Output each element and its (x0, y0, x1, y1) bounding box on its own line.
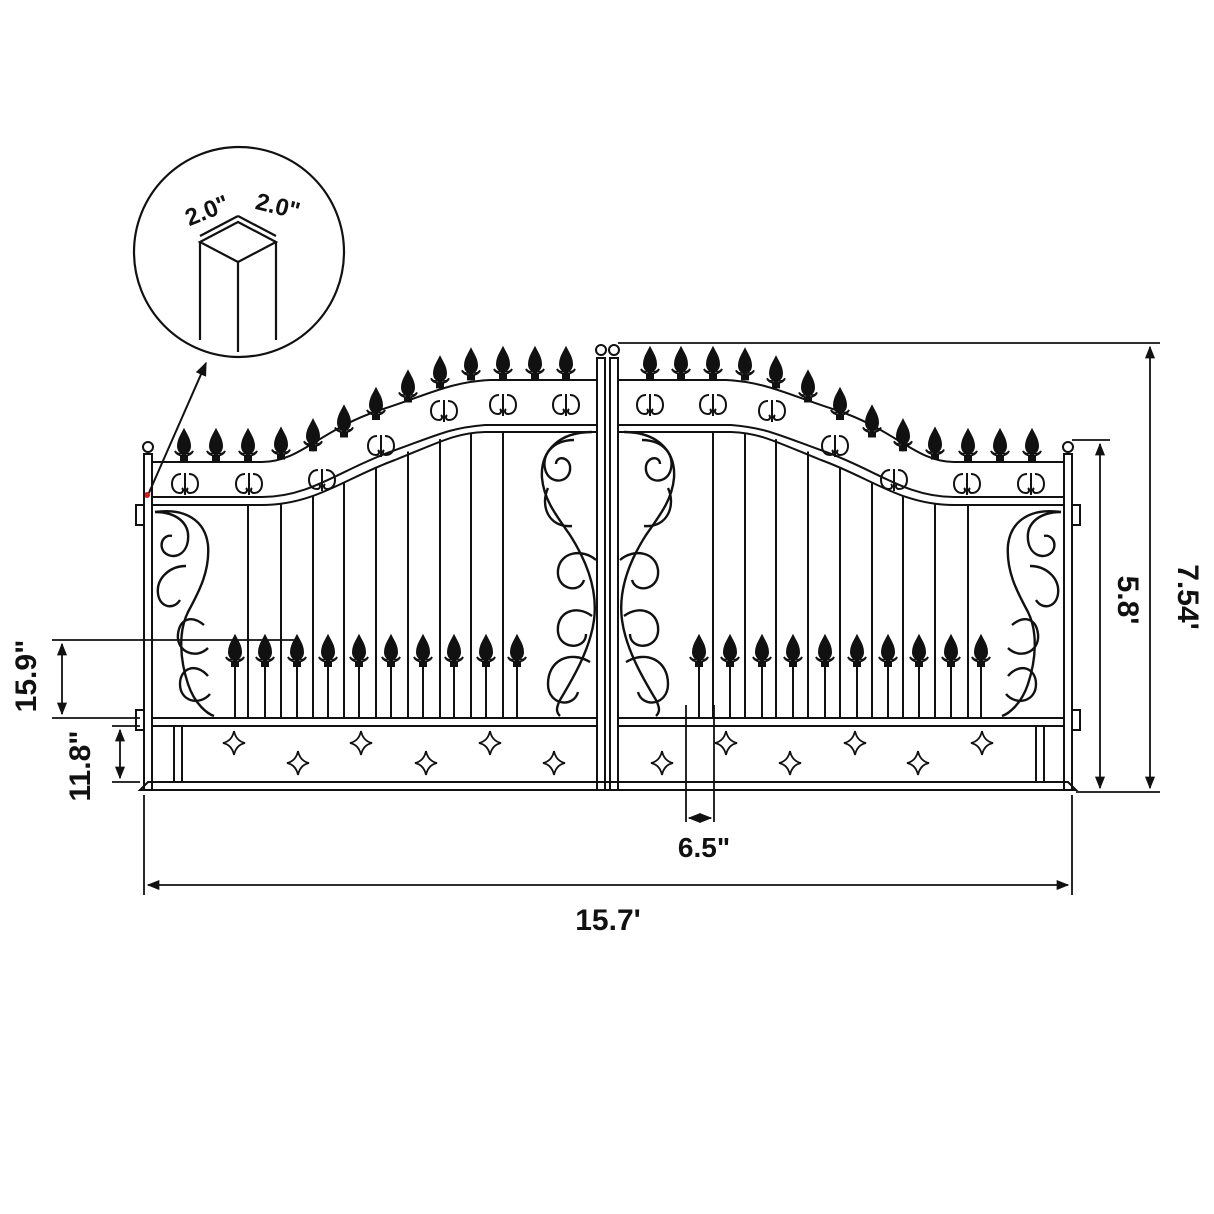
short-spear-finial (444, 635, 464, 667)
short-spear-finial (752, 635, 772, 667)
spear-finial (493, 347, 513, 379)
spear-finial (798, 370, 818, 403)
spear-finial (735, 348, 755, 381)
short-spear-finial (815, 635, 835, 667)
double-driveway-gate (135, 344, 1081, 791)
star-ornament (778, 750, 802, 776)
star-ornament (906, 750, 930, 776)
left-side-scroll (154, 510, 215, 718)
spear-finial (271, 427, 291, 460)
short-spear-finial (783, 635, 803, 667)
spear-finial (525, 347, 545, 379)
right-side-scroll (1001, 510, 1062, 718)
c-scroll-ornament (880, 468, 908, 492)
c-scroll-ornament (430, 399, 458, 423)
side-height-label: 5.8' (1111, 576, 1144, 625)
spear-finial (174, 429, 194, 461)
detail-marker (144, 492, 150, 498)
dimension-labels: 15.7' 7.54' 5.8' 15.9" 11.8" 6.5" (10, 564, 1204, 937)
c-scroll-ornament (636, 393, 664, 417)
left-leaf-pickets (174, 347, 576, 718)
star-ornament (222, 730, 246, 756)
center-stiles (595, 344, 620, 791)
spear-finial (334, 405, 354, 438)
star-ornament (349, 730, 373, 756)
spear-finial (206, 429, 226, 461)
short-spear-finial (318, 635, 338, 667)
c-scroll-ornament (489, 393, 517, 417)
c-scroll-ornament (758, 399, 786, 423)
spear-finial (461, 348, 481, 381)
picket-spacing-label: 6.5" (678, 832, 730, 863)
c-scroll-ornament (552, 393, 580, 417)
short-spear-finial (847, 635, 867, 667)
dimension-lines (52, 342, 1160, 895)
short-spear-finial (909, 635, 929, 667)
post-cross-section (197, 215, 279, 352)
spear-finial (303, 419, 323, 452)
short-spear-finial (381, 635, 401, 667)
short-spear-finial (941, 635, 961, 667)
left-center-scroll (540, 430, 597, 717)
spear-finial (766, 356, 786, 389)
short-spear-finial (507, 635, 527, 667)
post-width-label: 2.0" (181, 190, 233, 232)
star-ornament (843, 730, 867, 756)
right-leaf-pickets (640, 347, 1042, 718)
spear-finial (958, 429, 978, 461)
short-spear-finial (413, 635, 433, 667)
spear-finial (556, 347, 576, 379)
short-spear-finial (878, 635, 898, 667)
spear-finial (990, 429, 1010, 461)
overall-width-label: 15.7' (575, 904, 641, 937)
right-center-scroll (619, 430, 676, 717)
spear-finial (640, 347, 660, 379)
short-spear-finial (689, 635, 709, 667)
c-scroll-ornament (821, 434, 849, 458)
star-ornament (542, 750, 566, 776)
spear-finial (893, 419, 913, 452)
spear-finial (238, 429, 258, 461)
star-ornament (970, 730, 994, 756)
c-scroll-ornament (171, 472, 199, 496)
spear-finial (398, 370, 418, 403)
spear-zone-height-label: 15.9" (10, 640, 43, 713)
short-spear-finial (720, 635, 740, 667)
star-ornament (478, 730, 502, 756)
post-depth-label: 2.0" (253, 188, 303, 225)
c-scroll-ornament (699, 393, 727, 417)
spear-finial (925, 427, 945, 460)
bottom-panel-height-label: 11.8" (64, 731, 97, 802)
star-ornament (714, 730, 738, 756)
spear-finial (1022, 429, 1042, 461)
short-spear-finial (349, 635, 369, 667)
right-post (1062, 441, 1081, 791)
c-scroll-ornament (953, 472, 981, 496)
c-scroll-ornament (1017, 472, 1045, 496)
left-post (135, 441, 154, 791)
star-ornament (286, 750, 310, 776)
c-scroll-ornament (235, 472, 263, 496)
spear-finial (430, 356, 450, 389)
peak-height-label: 7.54' (1171, 564, 1204, 630)
detail-circle (132, 145, 346, 359)
bottom-panels (137, 717, 1079, 791)
spear-finial (703, 347, 723, 379)
star-ornament (414, 750, 438, 776)
spear-finial (862, 405, 882, 438)
c-scroll-ornament (367, 434, 395, 458)
c-scroll-ornament (308, 468, 336, 492)
star-ornament (650, 750, 674, 776)
short-spear-finial (476, 635, 496, 667)
short-spear-finial (971, 635, 991, 667)
spear-finial (671, 347, 691, 379)
detail-leader-arrow (147, 361, 207, 496)
